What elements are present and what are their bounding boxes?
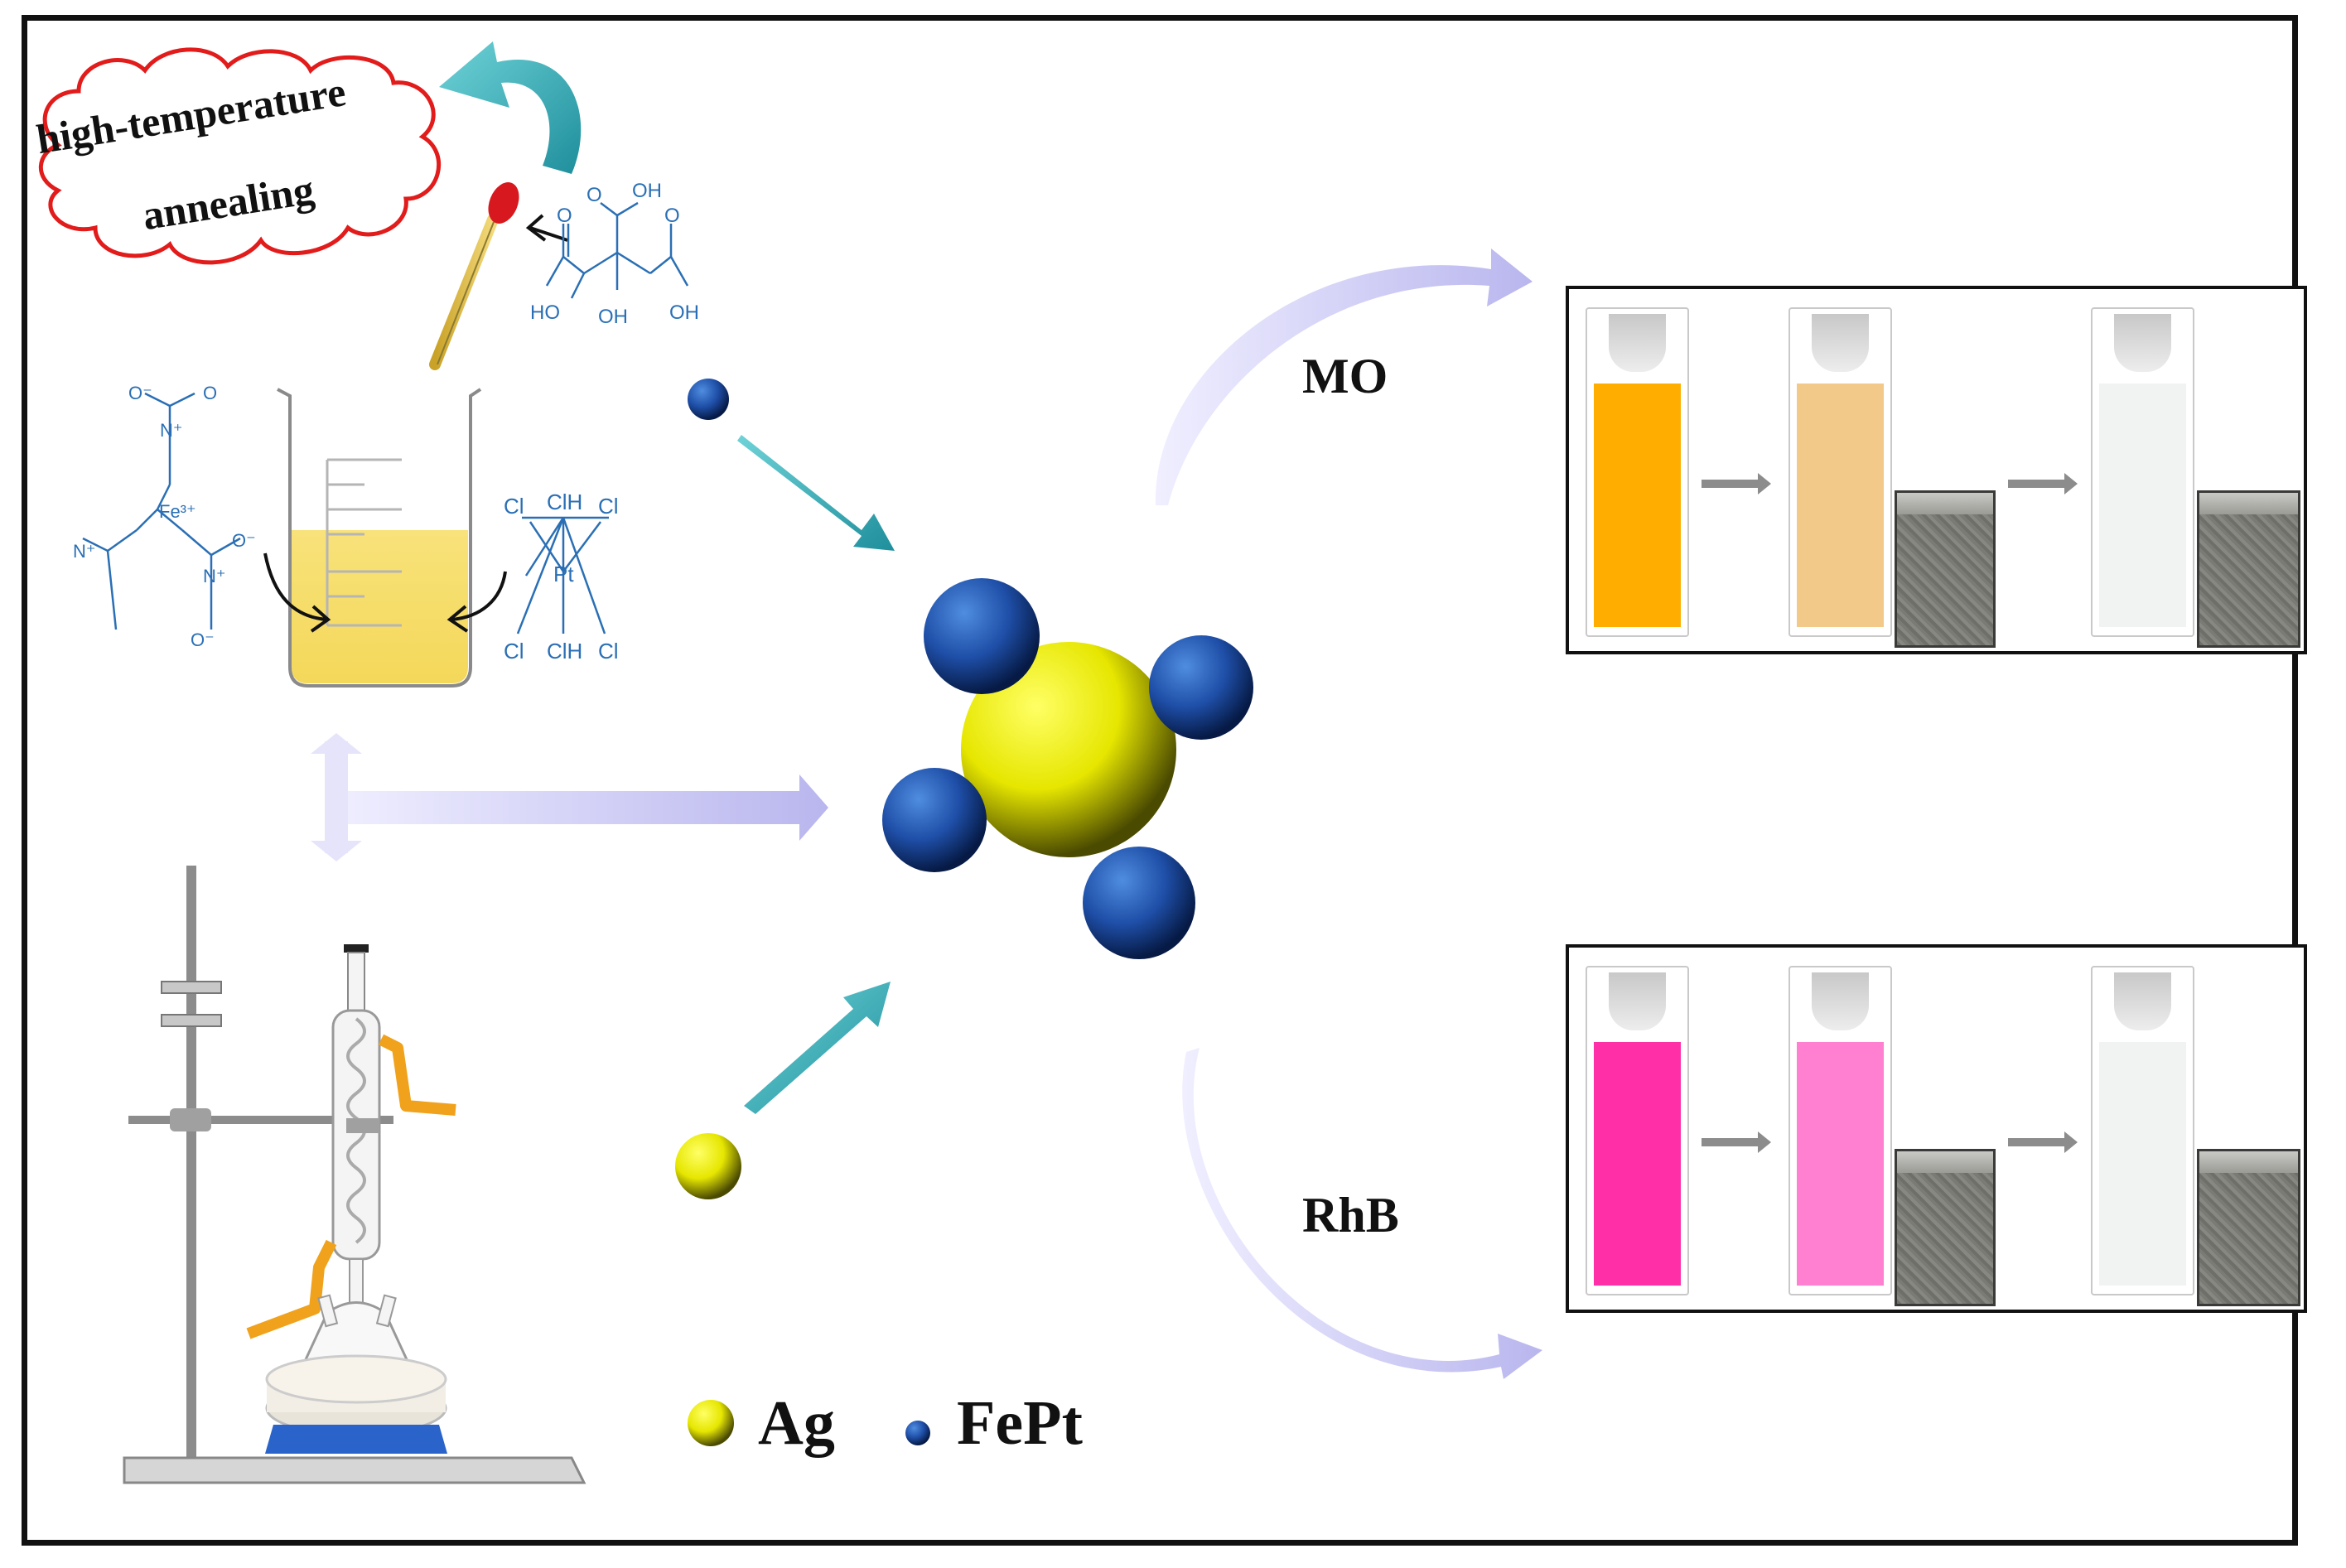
rhb-magnet-1 <box>1895 1149 1996 1306</box>
citric-acid-structure <box>545 201 689 299</box>
rhb-cuvette-cleared <box>2091 966 2194 1295</box>
rhb-photo-panel <box>1566 944 2307 1313</box>
label-oh-right: OH <box>669 302 699 324</box>
label-cl-4: Cl <box>598 639 619 663</box>
annealing-cloud <box>38 47 442 265</box>
beaker <box>277 388 482 688</box>
ag-to-composite-arrow <box>744 982 891 1114</box>
label-n1: N⁺ <box>160 420 183 441</box>
label-clh-top: ClH <box>547 490 582 514</box>
label-o-minus-3: O⁻ <box>191 630 215 650</box>
iron-into-beaker-arrow <box>263 552 328 621</box>
label-pt: Pt <box>553 562 574 586</box>
ag-single-sphere <box>675 1133 741 1199</box>
label-n3: N⁺ <box>203 566 226 586</box>
label-ho-left: HO <box>530 302 560 324</box>
mo-photo-panel <box>1566 286 2307 654</box>
mo-magnet-1 <box>1895 490 1996 648</box>
fept-to-composite-arrow <box>737 435 895 551</box>
label-o-minus-2: O⁻ <box>232 530 256 551</box>
mo-label: MO <box>1302 349 1388 403</box>
reflux-apparatus <box>123 866 586 1484</box>
rhb-cuvette-partial <box>1788 966 1892 1295</box>
citric-acid-labels: OH O O O HO OH OH <box>530 180 699 328</box>
label-cl-1: Cl <box>504 494 524 519</box>
label-cl-3: Cl <box>504 639 524 663</box>
iron-nitrate-structure <box>82 392 241 630</box>
rhb-step-arrow-2 <box>2008 1131 2078 1153</box>
citric-to-pipette-arrow <box>525 214 568 242</box>
mo-magnet-2 <box>2197 490 2300 648</box>
legend-fept-label: FePt <box>957 1388 1083 1458</box>
label-n2: N⁺ <box>73 541 96 562</box>
rhb-magnet-2 <box>2197 1149 2300 1306</box>
rhb-curved-arrow <box>1182 1048 1542 1379</box>
platinum-complex-structure <box>516 516 609 634</box>
mo-cuvette-partial <box>1788 307 1892 637</box>
iron-nitrate-labels: O⁻ O N⁺ Fe³⁺ N⁺ N⁺ O⁻ O⁻ <box>73 383 256 650</box>
ag-fept-composite <box>882 578 1253 959</box>
label-clh-bottom: ClH <box>547 639 582 663</box>
mo-cuvette-cleared <box>2091 307 2194 637</box>
label-o: O <box>203 383 217 403</box>
label-oh-mid: OH <box>598 306 628 328</box>
label-oh-top: OH <box>632 180 662 202</box>
label-fe: Fe³⁺ <box>159 501 196 522</box>
label-o-minus-1: O⁻ <box>128 383 152 403</box>
synthesis-lavender-arrows <box>311 733 828 861</box>
mo-step-arrow-1 <box>1702 473 1771 495</box>
legend-fept-sphere <box>905 1421 930 1445</box>
mo-step-arrow-2 <box>2008 473 2078 495</box>
annealing-curved-arrow <box>439 41 582 174</box>
mo-cuvette-initial <box>1586 307 1689 637</box>
label-o-3: O <box>664 205 680 227</box>
pipette <box>429 182 519 370</box>
label-cl-2: Cl <box>598 494 619 519</box>
rhb-cuvette-initial <box>1586 966 1689 1295</box>
label-o-1: O <box>586 184 602 206</box>
platinum-arrowhead <box>447 605 469 633</box>
rhb-step-arrow-1 <box>1702 1131 1771 1153</box>
iron-arrowhead <box>310 605 331 633</box>
label-o-2: O <box>557 205 572 227</box>
legend-ag-label: Ag <box>758 1388 835 1458</box>
legend-ag-sphere <box>688 1400 734 1446</box>
platinum-into-beaker-arrow <box>451 571 507 621</box>
mo-curved-arrow <box>1155 248 1533 505</box>
fept-single-sphere <box>688 379 729 420</box>
rhb-label: RhB <box>1302 1188 1399 1242</box>
platinum-complex-labels: Cl ClH Cl Pt Cl ClH Cl <box>504 490 619 663</box>
